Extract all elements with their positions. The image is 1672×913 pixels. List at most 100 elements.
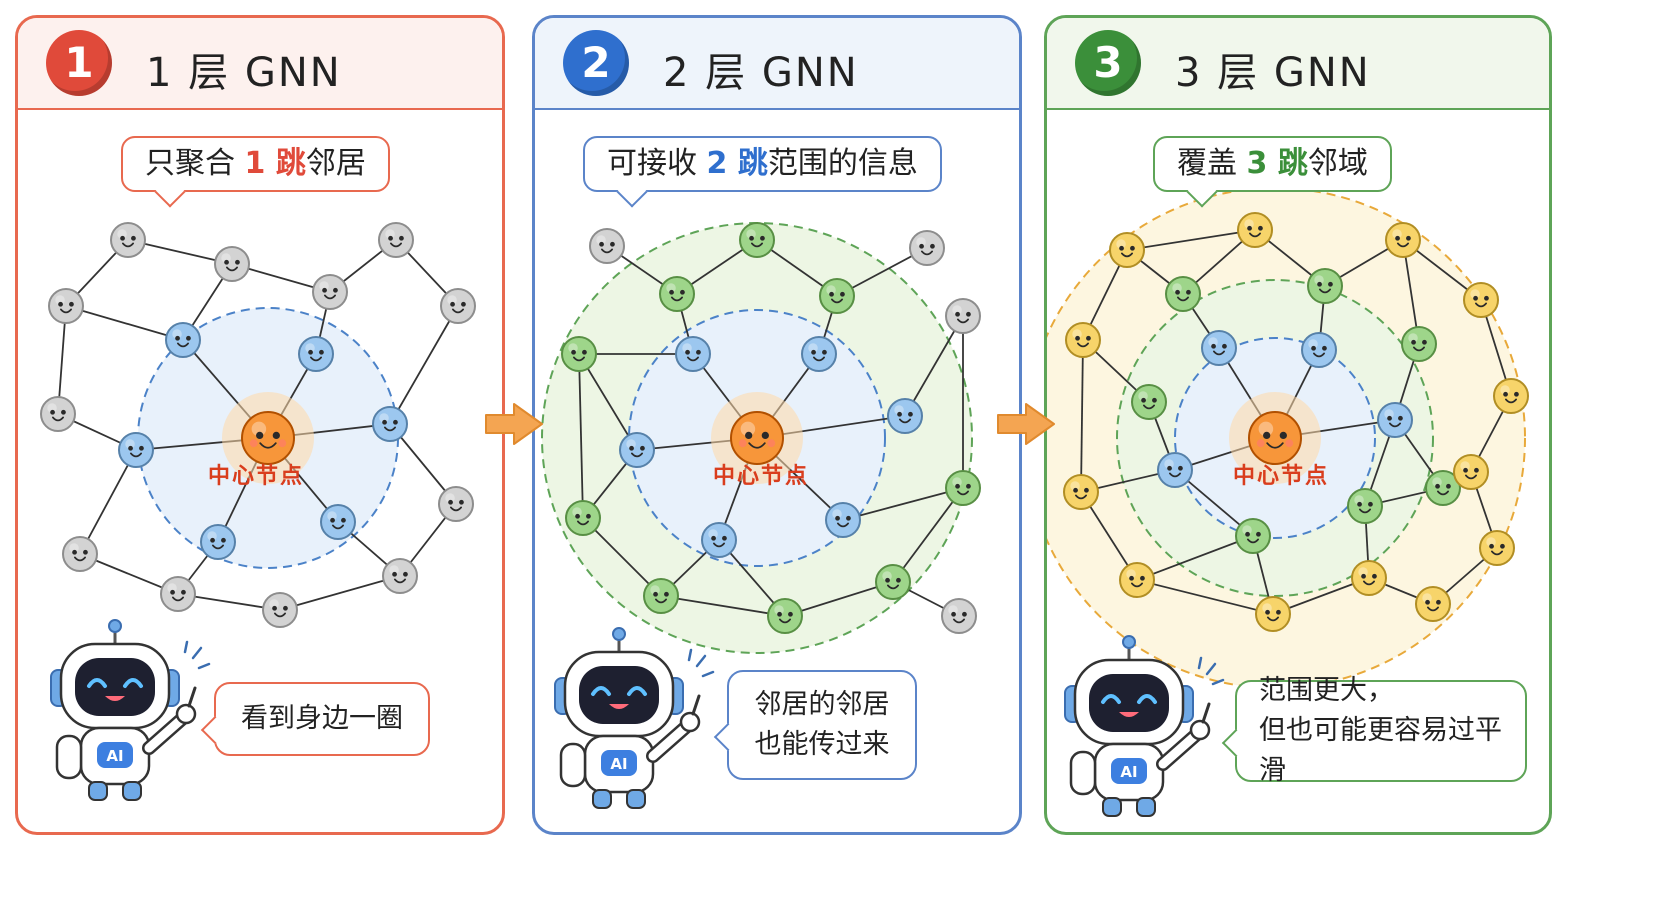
- panel-title: 1 层 GNN: [146, 50, 342, 96]
- graph-node-hop2: [565, 500, 601, 536]
- tip-text-after: 邻域: [1307, 146, 1368, 181]
- graph-node-hop3: [1109, 232, 1145, 268]
- graph-node-hop1: [1377, 402, 1413, 438]
- graph-node-hop2: [1131, 384, 1167, 420]
- robot-speech-bubble: 邻居的邻居 也能传过来: [727, 670, 917, 780]
- tip-bubble: 可接收 2 跳范围的信息: [583, 136, 942, 192]
- graph-node-outside: [440, 288, 476, 324]
- graph-diagram: [541, 222, 981, 654]
- center-node: [711, 392, 803, 484]
- graph-node-hop2: [1307, 268, 1343, 304]
- graph-node-hop3: [1063, 474, 1099, 510]
- graph-node-hop1: [118, 432, 154, 468]
- graph-node-hop3: [1255, 596, 1291, 632]
- center-node-label: 中心节点: [713, 464, 810, 489]
- graph-node-hop3: [1351, 560, 1387, 596]
- graph-node-hop1: [801, 336, 837, 372]
- graph-node-hop2: [875, 564, 911, 600]
- speech-line-1: 范围更大，: [1259, 675, 1394, 706]
- graph-node-outside: [160, 576, 196, 612]
- tip-text-before: 覆盖: [1177, 146, 1247, 181]
- graph-node-hop2: [561, 336, 597, 372]
- graph-node-hop1: [1201, 330, 1237, 366]
- graph-node-hop3: [1463, 282, 1499, 318]
- graph-edge: [1080, 339, 1084, 493]
- graph-edge: [578, 353, 584, 519]
- tip-hop-number: 3: [1246, 146, 1268, 181]
- panel-title: 2 层 GNN: [663, 50, 859, 96]
- robot-mascot: AI: [554, 627, 715, 809]
- graph-node-outside: [589, 228, 625, 264]
- graph-edge: [65, 305, 184, 341]
- tip-bubble: 只聚合 1 跳邻居: [121, 136, 390, 192]
- graph-node-hop1: [1157, 452, 1193, 488]
- graph-node-outside: [382, 558, 418, 594]
- panel-title: 3 层 GNN: [1175, 50, 1371, 96]
- robot-speech-bubble: 看到身边一圈: [214, 682, 430, 756]
- graph-node-hop2: [767, 598, 803, 634]
- graph-edge: [842, 487, 964, 521]
- speech-line-2: 但也可能更容易过平滑: [1259, 715, 1502, 786]
- tip-hop-number: 1: [244, 146, 266, 181]
- graph-edge: [578, 353, 638, 451]
- robot-chest-label: AI: [106, 747, 123, 765]
- speech-line-1: 看到身边一圈: [241, 703, 403, 734]
- graph-node-hop2: [1235, 518, 1271, 554]
- graph-node-hop1: [701, 522, 737, 558]
- graph-node-outside: [909, 230, 945, 266]
- graph-node-outside: [262, 592, 298, 628]
- robot-mascot: AI: [50, 619, 211, 801]
- graph-node-hop1: [887, 398, 923, 434]
- graph-node-hop2: [1425, 470, 1461, 506]
- graph-node-hop2: [1347, 488, 1383, 524]
- graph-node-hop2: [659, 276, 695, 312]
- panel-header: 1 1 层 GNN: [18, 18, 502, 110]
- graph-edge: [1126, 229, 1256, 251]
- graph-edge: [904, 315, 964, 417]
- graph-node-outside: [40, 396, 76, 432]
- graph-node-hop3: [1385, 222, 1421, 258]
- graph-node-hop2: [739, 222, 775, 258]
- graph-edge: [57, 305, 67, 415]
- tip-text-before: 可接收: [607, 146, 707, 181]
- graph-edge: [389, 305, 459, 425]
- graph-node-hop2: [1165, 276, 1201, 312]
- graph-diagram: [40, 222, 476, 628]
- graph-node-hop3: [1237, 212, 1273, 248]
- graph-edge: [784, 581, 894, 617]
- speech-line-1: 邻居的邻居: [754, 689, 890, 720]
- graph-node-outside: [48, 288, 84, 324]
- graph-node-hop2: [1401, 326, 1437, 362]
- center-node-label: 中心节点: [1233, 464, 1330, 489]
- graph-node-hop2: [819, 278, 855, 314]
- graph-node-hop2: [945, 470, 981, 506]
- center-node-label: 中心节点: [208, 464, 305, 489]
- tip-text-after: 范围的信息: [767, 146, 918, 181]
- tip-bubble: 覆盖 3 跳邻域: [1153, 136, 1392, 192]
- graph-node-hop1: [298, 336, 334, 372]
- graph-node-outside: [438, 486, 474, 522]
- graph-node-outside: [312, 274, 348, 310]
- graph-node-outside: [214, 246, 250, 282]
- panel-3-layer-gnn: 3 3 层 GNN 覆盖 3 跳邻域 中心节点 AI 范围更大， 但也可能更容易…: [1044, 15, 1552, 835]
- graph-edge: [892, 487, 964, 583]
- robot-chest-label: AI: [610, 755, 627, 773]
- graph-diagram: [1047, 187, 1529, 689]
- robot-chest-label: AI: [1120, 763, 1137, 781]
- tip-hop-number: 2: [706, 146, 728, 181]
- graph-node-hop3: [1415, 586, 1451, 622]
- graph-node-hop1: [675, 336, 711, 372]
- tip-hop-word: 跳: [727, 146, 768, 181]
- graph-edge: [1136, 579, 1274, 615]
- graph-node-outside: [941, 598, 977, 634]
- speech-line-2: 也能传过来: [754, 729, 890, 760]
- graph-edge: [79, 449, 137, 555]
- arrow-right-icon: [997, 403, 1055, 445]
- center-node: [1229, 392, 1321, 484]
- tip-text-before: 只聚合: [145, 146, 245, 181]
- graph-node-hop1: [320, 504, 356, 540]
- panel-header: 3 3 层 GNN: [1047, 18, 1549, 110]
- graph-node-hop3: [1119, 562, 1155, 598]
- graph-node-hop3: [1493, 378, 1529, 414]
- graph-node-hop1: [200, 524, 236, 560]
